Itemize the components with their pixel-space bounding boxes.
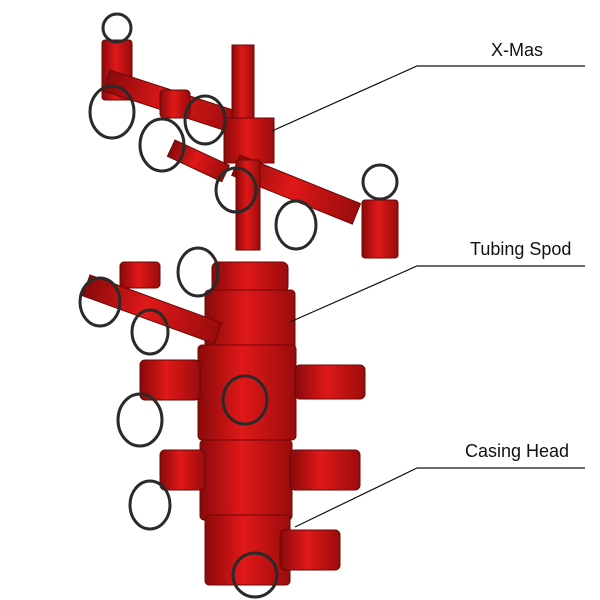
tubing-spool <box>81 261 296 351</box>
leader-casing-head <box>294 467 585 528</box>
casing-head <box>139 344 366 586</box>
leader-lines <box>271 65 585 528</box>
leader-xmas <box>271 65 585 132</box>
xmas-tree <box>101 39 399 259</box>
leader-tubing-spool <box>289 265 585 323</box>
label-casing-head: Casing Head <box>465 441 570 461</box>
label-xmas: X-Mas <box>491 40 544 60</box>
handwheels-tubing <box>78 246 220 356</box>
handwheels-xmas <box>88 12 399 251</box>
label-tubing-spool: Tubing Spod <box>470 239 572 259</box>
handwheels-casing <box>116 374 279 599</box>
